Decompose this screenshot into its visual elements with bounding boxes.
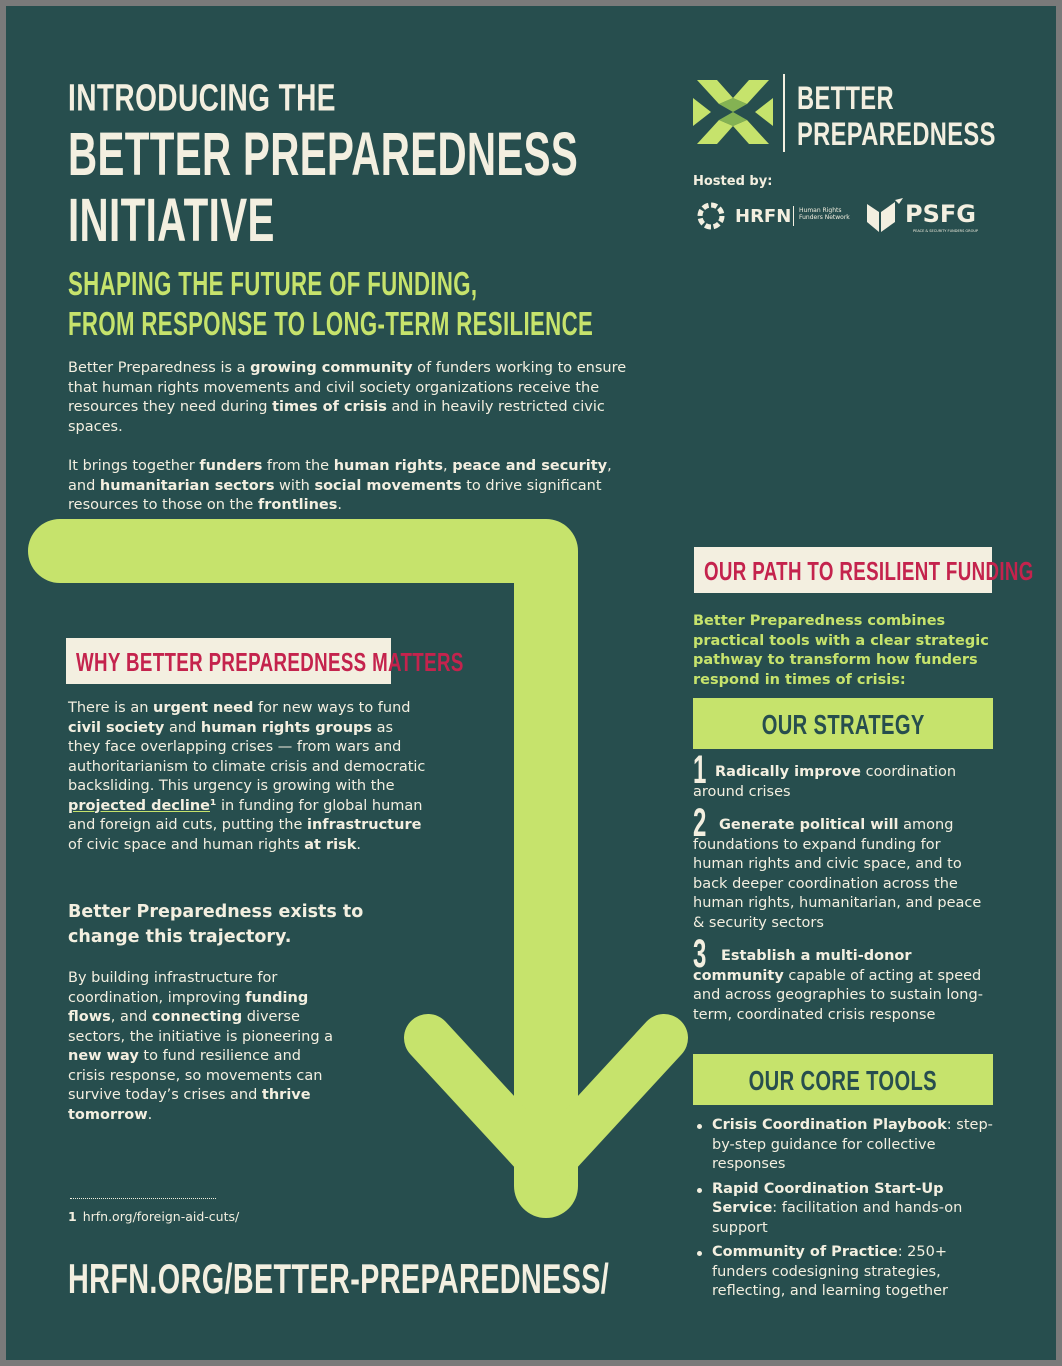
strategy-number-3: 3 bbox=[693, 932, 707, 976]
psfg-logo: PSFG PEACE & SECURITY FUNDERS GROUP bbox=[863, 196, 1003, 240]
bold-text-run: social movements bbox=[314, 477, 462, 494]
subtitle-line1: SHAPING THE FUTURE OF FUNDING, bbox=[68, 266, 478, 303]
logo-area: BETTER PREPAREDNESS Hosted by: HRFN Huma… bbox=[691, 70, 1011, 240]
bold-text-run: Generate political will bbox=[719, 817, 899, 833]
why-section-label: WHY BETTER PREPAREDNESS MATTERS bbox=[66, 638, 463, 684]
intro-paragraph-1: Better Preparedness is a growing communi… bbox=[68, 360, 627, 435]
strategy-item-1: 1 Radically improve coordination around … bbox=[693, 748, 993, 802]
strategy-item-2: 2 Generate political will among foundati… bbox=[693, 801, 993, 933]
bold-text-run: human rights bbox=[333, 458, 443, 474]
path-section-label: OUR PATH TO RESILIENT FUNDING bbox=[694, 547, 1033, 593]
intro-text: Better Preparedness is a growing communi… bbox=[68, 359, 638, 536]
bold-text-run: infrastructure bbox=[307, 817, 422, 833]
bold-text-run: connecting bbox=[151, 1009, 243, 1025]
bold-text-run: human rights groups bbox=[200, 719, 373, 736]
hrfn-fullname-line2: Funders Network bbox=[799, 214, 850, 221]
strategy-number-2: 2 bbox=[693, 801, 707, 845]
tools-heading-bar: OUR CORE TOOLS bbox=[693, 1054, 993, 1105]
hrfn-fullname-line1: Human Rights bbox=[799, 207, 842, 214]
hrfn-wordmark: HRFN bbox=[735, 206, 792, 227]
psfg-fullname: PEACE & SECURITY FUNDERS GROUP bbox=[913, 229, 978, 233]
why-paragraph: There is an urgent need for new ways to … bbox=[68, 700, 426, 853]
bold-text-run: times of crisis bbox=[272, 399, 387, 415]
underlined-text-run: projected decline bbox=[68, 797, 210, 814]
tools-list: Crisis Coordination Playbook: step-by-st… bbox=[693, 1116, 993, 1307]
bold-text-run: funders bbox=[199, 458, 263, 474]
page-title-line1: BETTER PREPAREDNESS bbox=[68, 119, 579, 189]
build-paragraph: By building infrastructure for coordinat… bbox=[68, 970, 334, 1123]
footnote: 1 hrfn.org/foreign-aid-cuts/ bbox=[68, 1209, 239, 1224]
footnote-number: 1 bbox=[68, 1209, 77, 1224]
tool-item-1: Crisis Coordination Playbook: step-by-st… bbox=[693, 1116, 993, 1175]
intro-heading: INTRODUCING THE bbox=[68, 76, 336, 120]
hosted-by-label: Hosted by: bbox=[693, 174, 773, 189]
strategy-text-2: Generate political will among foundation… bbox=[693, 817, 982, 931]
bold-text-run: thrive tomorrow bbox=[68, 1087, 311, 1123]
logo-divider bbox=[783, 74, 785, 152]
bold-text-run: peace and security bbox=[452, 458, 608, 474]
bold-text-run: urgent need bbox=[153, 700, 254, 716]
bold-text-run: Community of Practice bbox=[712, 1244, 898, 1260]
tools-heading: OUR CORE TOOLS bbox=[748, 1065, 938, 1096]
bold-text-run: ¹ bbox=[210, 797, 217, 814]
strategy-text-1: Radically improve coordination around cr… bbox=[693, 764, 957, 800]
build-text: By building infrastructure for coordinat… bbox=[68, 969, 338, 1125]
hrfn-fullname: Human Rights Funders Network bbox=[799, 207, 850, 221]
psfg-wordmark: PSFG bbox=[905, 200, 976, 228]
strategy-text-3: Establish a multi-donor community capabl… bbox=[693, 948, 983, 1023]
bold-text-run: humanitarian sectors bbox=[99, 477, 275, 494]
bold-text-run: funding flows bbox=[68, 989, 309, 1026]
tool-item-3: Community of Practice: 250+ funders code… bbox=[693, 1243, 993, 1302]
bold-text-run: frontlines bbox=[257, 497, 338, 513]
bold-text-run: Establish a multi-donor community bbox=[693, 948, 912, 984]
why-text: There is an urgent need for new ways to … bbox=[68, 699, 428, 855]
hrfn-logo: HRFN Human Rights Funders Network bbox=[693, 198, 853, 238]
flyer-page: INTRODUCING THE BETTER PREPAREDNESS INIT… bbox=[6, 6, 1056, 1360]
bold-text-run: civil society bbox=[68, 719, 165, 736]
exists-statement: Better Preparedness exists to change thi… bbox=[68, 902, 364, 947]
footer-url[interactable]: HRFN.ORG/BETTER-PREPAREDNESS/ bbox=[68, 1256, 610, 1303]
down-arrow-graphic bbox=[28, 519, 688, 1218]
psfg-dove-icon bbox=[867, 198, 903, 232]
strategy-item-3: 3 Establish a multi-donor community capa… bbox=[693, 932, 993, 1025]
why-section-label-text: WHY BETTER PREPAREDNESS MATTERS bbox=[76, 647, 464, 677]
page-title-line2: INITIATIVE bbox=[68, 185, 275, 255]
bold-text-run: at risk bbox=[304, 836, 357, 853]
logo-word-preparedness: PREPAREDNESS bbox=[797, 116, 996, 152]
intro-paragraph-2: It brings together funders from the huma… bbox=[68, 458, 612, 513]
strategy-number-1: 1 bbox=[693, 748, 707, 792]
bold-text-run: Rapid Coordination Start-Up Service bbox=[712, 1180, 944, 1217]
path-section-label-text: OUR PATH TO RESILIENT FUNDING bbox=[704, 556, 1034, 586]
bold-text-run: Crisis Coordination Playbook bbox=[712, 1117, 947, 1133]
better-preparedness-logo-icon bbox=[693, 80, 773, 144]
hrfn-flower-icon bbox=[697, 202, 725, 230]
strategy-heading: OUR STRATEGY bbox=[761, 709, 925, 740]
hrfn-separator bbox=[793, 206, 794, 226]
footnote-divider bbox=[70, 1198, 216, 1199]
bold-text-run: Radically improve bbox=[715, 764, 861, 780]
bold-text-run: new way bbox=[68, 1048, 139, 1064]
footnote-link[interactable]: hrfn.org/foreign-aid-cuts/ bbox=[82, 1209, 240, 1224]
strategy-heading-bar: OUR STRATEGY bbox=[693, 698, 993, 749]
logo-word-better: BETTER bbox=[797, 80, 894, 116]
subtitle-line2: FROM RESPONSE TO LONG-TERM RESILIENCE bbox=[68, 306, 594, 343]
path-intro-text: Better Preparedness combines practical t… bbox=[693, 613, 989, 688]
bold-text-run: growing community bbox=[250, 360, 413, 376]
tool-item-2: Rapid Coordination Start-Up Service: fac… bbox=[693, 1180, 993, 1239]
